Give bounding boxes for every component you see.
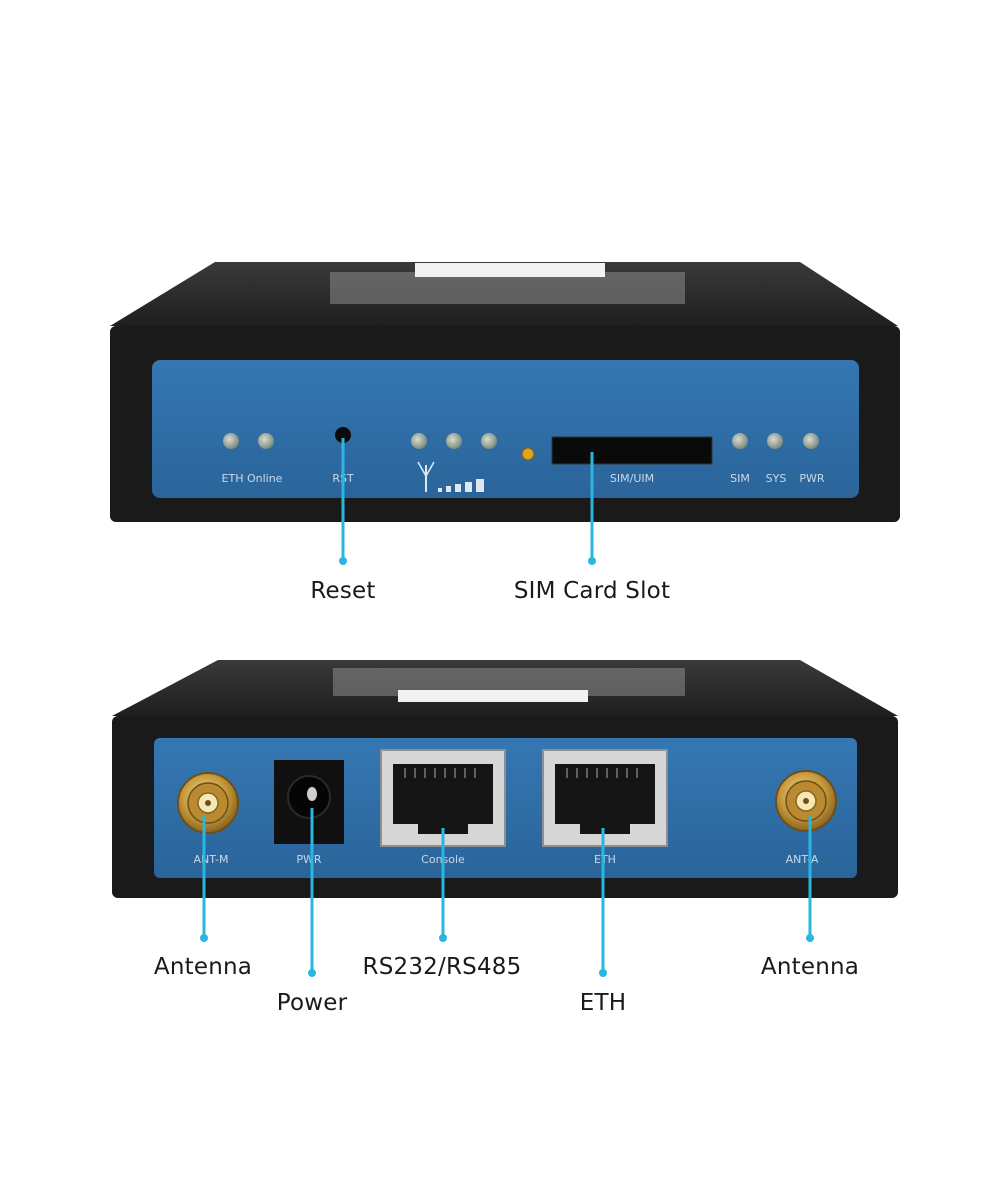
led-signal-1-icon <box>411 433 427 449</box>
callout-reset: Reset <box>310 578 376 604</box>
status-led-amber-icon <box>521 447 535 461</box>
callout-rs232-rs485: RS232/RS485 <box>362 954 522 980</box>
led-sys-icon <box>767 433 783 449</box>
callout-eth: ETH <box>579 990 627 1016</box>
led-signal-3-icon <box>481 433 497 449</box>
front-top-sticker <box>415 263 605 277</box>
label-eth-online: ETH Online <box>222 472 283 485</box>
label-rear-eth: ETH <box>594 853 616 866</box>
front-callout-lines <box>339 438 596 565</box>
label-sim-uim: SIM/UIM <box>610 472 654 485</box>
led-signal-2-icon <box>446 433 462 449</box>
rear-unit: ANT-M PWR Console <box>112 660 898 977</box>
callout-sim-card-slot: SIM Card Slot <box>513 578 671 604</box>
rear-callout-lines <box>200 808 814 977</box>
reset-hole[interactable] <box>335 427 351 443</box>
power-jack-pin-icon <box>307 787 317 801</box>
label-rear-pwr: PWR <box>296 853 322 866</box>
led-sim-icon <box>732 433 748 449</box>
label-sim: SIM <box>730 472 750 485</box>
antenna-connector-left-icon[interactable] <box>177 772 239 834</box>
label-ant-a: ANT-A <box>786 853 819 866</box>
callout-antenna-right: Antenna <box>760 954 860 980</box>
callout-antenna-left: Antenna <box>153 954 253 980</box>
label-ant-m: ANT-M <box>194 853 229 866</box>
label-pwr: PWR <box>799 472 825 485</box>
antenna-connector-right-icon[interactable] <box>775 770 837 832</box>
led-pwr-icon <box>803 433 819 449</box>
eth-port-icon[interactable] <box>542 749 668 847</box>
sim-card-slot[interactable] <box>551 436 713 465</box>
front-top-label-plate <box>330 272 685 304</box>
callout-power: Power <box>276 990 348 1016</box>
led-eth-icon <box>223 433 239 449</box>
led-online-icon <box>258 433 274 449</box>
front-unit: ETH Online RST SIM/UIM SIM SYS PWR <box>110 262 900 565</box>
antenna-signal-icon <box>417 461 484 492</box>
label-sys: SYS <box>766 472 787 485</box>
rear-top-sticker <box>398 690 588 702</box>
